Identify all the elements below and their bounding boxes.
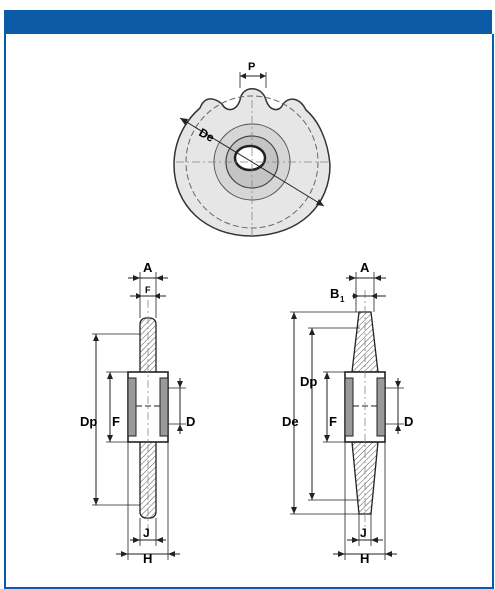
right-b1-subscript: 1 bbox=[340, 295, 345, 304]
sprocket-front-view: P De bbox=[173, 61, 331, 237]
right-de-label: De bbox=[282, 414, 299, 429]
pitch-label: P bbox=[248, 61, 255, 73]
right-d-label: D bbox=[404, 414, 413, 429]
left-f-top-label: F bbox=[145, 285, 151, 295]
right-b1-label: B bbox=[330, 286, 339, 301]
right-h-label: H bbox=[360, 551, 369, 566]
sprocket-side-view-left: A F Dp F D J bbox=[80, 260, 195, 566]
left-j-label: J bbox=[143, 526, 150, 540]
left-dp-label: Dp bbox=[80, 414, 97, 429]
right-dp-label: Dp bbox=[300, 374, 317, 389]
left-d-label: D bbox=[186, 414, 195, 429]
sprocket-side-view-right: A B 1 De Dp F D bbox=[282, 260, 413, 566]
outer-diameter-label: De bbox=[197, 125, 217, 145]
frame bbox=[4, 34, 494, 589]
right-j-label: J bbox=[360, 526, 367, 540]
header-bar bbox=[4, 10, 492, 34]
right-f-label: F bbox=[329, 414, 337, 429]
left-f-label: F bbox=[112, 414, 120, 429]
left-h-label: H bbox=[143, 551, 152, 566]
left-a-label: A bbox=[143, 260, 153, 275]
right-a-label: A bbox=[360, 260, 370, 275]
